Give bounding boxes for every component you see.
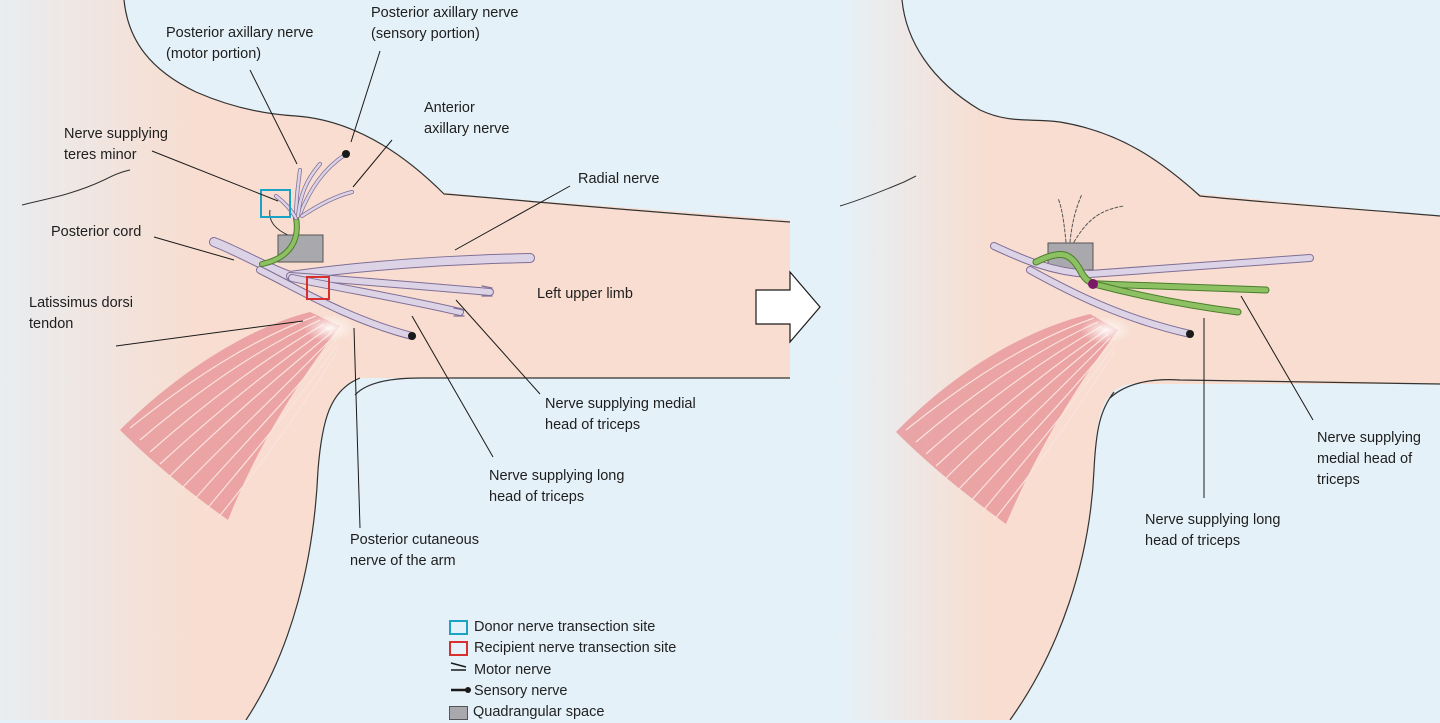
donor-transection-site-left [260, 189, 291, 218]
label-teres-minor: Nerve supplying teres minor [64, 126, 168, 163]
label-posterior-axillary-motor: Posterior axillary nerve (motor portion) [166, 25, 314, 62]
label-anterior-axillary: Anterior axillary nerve [424, 100, 510, 137]
right-nerves [990, 193, 1314, 338]
left-arm [317, 190, 790, 378]
coaptation-dot [1088, 279, 1098, 289]
latissimus-dorsi-muscle [120, 312, 356, 520]
label-long-head-left: Nerve supplying long head of triceps [489, 468, 625, 505]
label-left-upper-limb: Left upper limb [537, 286, 633, 302]
label-medial-head-right: Nerve supplying medial head of triceps [1317, 430, 1421, 488]
recipient-transection-site-left [306, 276, 330, 300]
legend-item-sensory: Sensory nerve [449, 681, 676, 702]
label-latissimus-dorsi: Latissimus dorsi tendon [29, 295, 133, 332]
motor-nerve-icon [449, 663, 469, 677]
sensory-nerve-icon [449, 685, 469, 699]
label-medial-head-left: Nerve supplying medial head of triceps [545, 396, 696, 433]
quadrangular-space-icon [449, 705, 468, 720]
transition-arrow [755, 270, 821, 344]
latissimus-dorsi-muscle-right [896, 314, 1132, 524]
legend: Donor nerve transection site Recipient n… [449, 617, 676, 723]
right-panel-anatomy [839, 0, 1440, 720]
legend-item-quadrangular: Quadrangular space [449, 702, 676, 723]
legend-item-donor: Donor nerve transection site [449, 617, 676, 638]
quadrangular-space-left [277, 234, 324, 263]
label-radial-nerve: Radial nerve [578, 171, 660, 187]
legend-symbols [450, 662, 471, 693]
label-long-head-right: Nerve supplying long head of triceps [1145, 512, 1281, 549]
label-posterior-cutaneous: Posterior cutaneous nerve of the arm [350, 532, 479, 569]
recipient-box-icon [449, 641, 468, 657]
left-panel-anatomy [0, 0, 791, 720]
legend-item-motor: Motor nerve [449, 660, 676, 681]
donor-box-icon [449, 620, 468, 636]
label-posterior-axillary-sensory: Posterior axillary nerve (sensory portio… [371, 5, 519, 42]
legend-item-recipient: Recipient nerve transection site [449, 638, 676, 659]
label-posterior-cord: Posterior cord [51, 224, 142, 240]
